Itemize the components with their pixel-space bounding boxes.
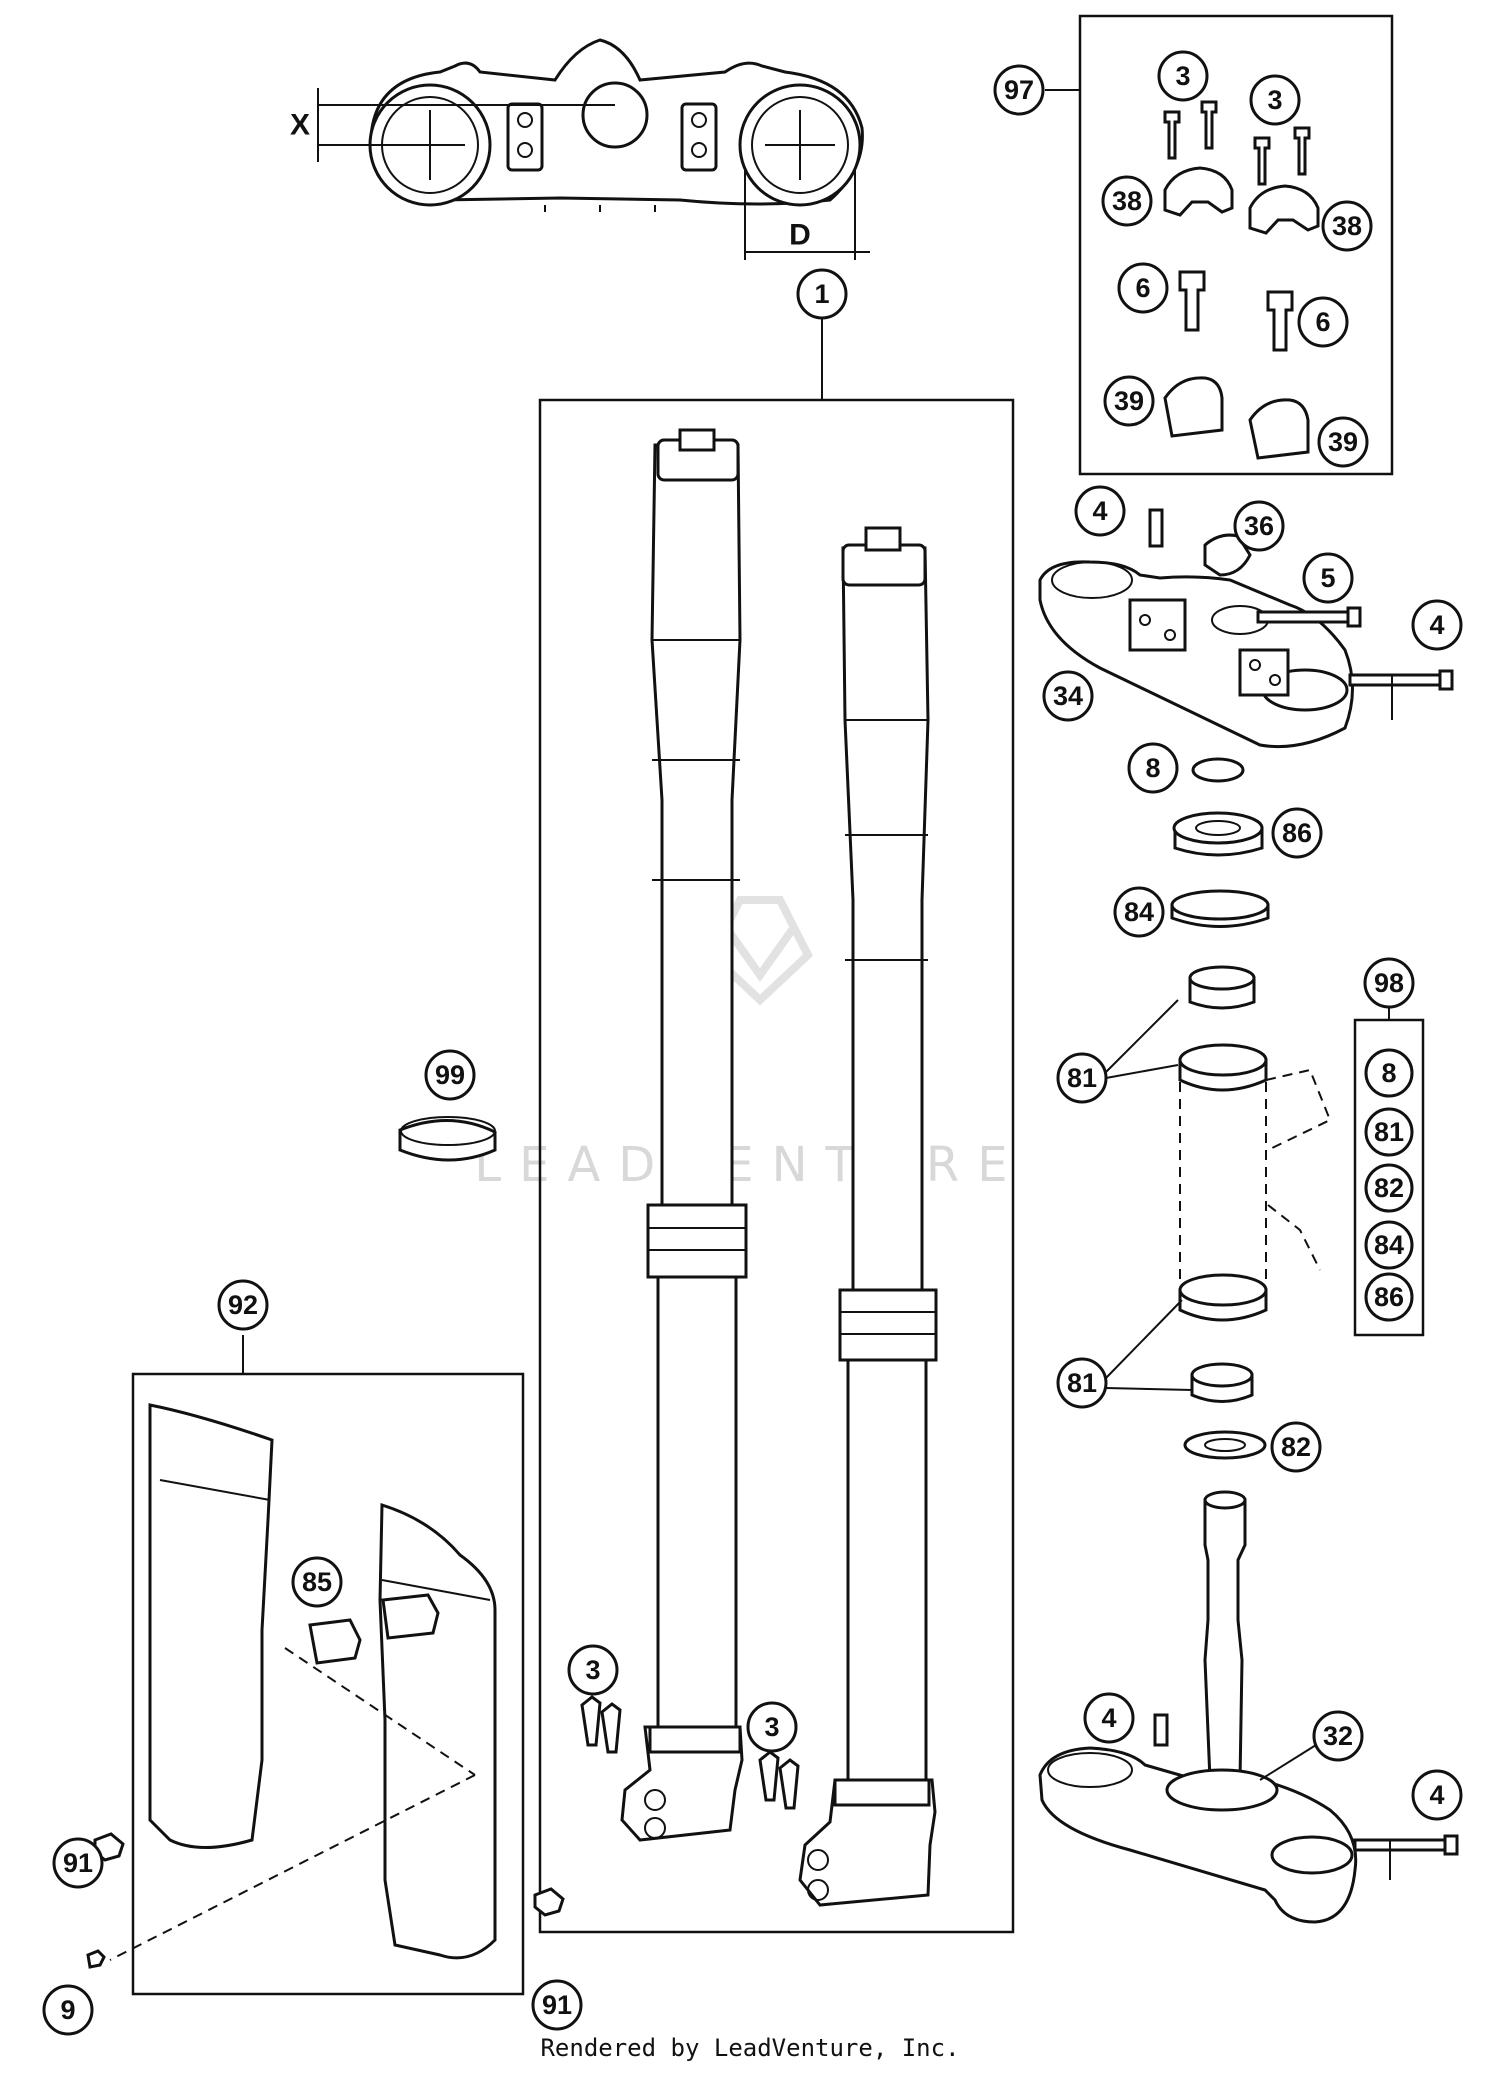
- callout-39-right: 39: [1317, 416, 1369, 468]
- callout-6-right: 6: [1297, 296, 1349, 348]
- callout-99: 99: [424, 1049, 476, 1101]
- callout-91-right: 91: [531, 1979, 583, 2031]
- dimension-d-label: D: [789, 219, 811, 252]
- callout-1: 1: [796, 268, 848, 320]
- watermark-text: LEADVENTURE: [474, 1137, 1025, 1193]
- callout-82: 82: [1270, 1421, 1322, 1473]
- svg-text:38: 38: [1112, 186, 1142, 216]
- callout-32: 32: [1312, 1710, 1364, 1762]
- svg-text:4: 4: [1092, 496, 1107, 526]
- svg-text:39: 39: [1114, 386, 1144, 416]
- svg-text:98: 98: [1374, 968, 1404, 998]
- svg-text:9: 9: [60, 1995, 75, 2025]
- callout-86: 86: [1271, 807, 1323, 859]
- svg-text:8: 8: [1381, 1058, 1396, 1088]
- svg-text:3: 3: [764, 1712, 779, 1742]
- callout-36: 36: [1233, 500, 1285, 552]
- callout-3-fork-right: 3: [746, 1701, 798, 1753]
- svg-text:8: 8: [1145, 753, 1160, 783]
- svg-text:97: 97: [1004, 75, 1034, 105]
- callout-4-lower-side: 4: [1411, 1769, 1463, 1821]
- svg-text:81: 81: [1067, 1063, 1097, 1093]
- callout-4-upper-side: 4: [1411, 599, 1463, 651]
- svg-text:36: 36: [1244, 511, 1274, 541]
- callout-8: 8: [1127, 742, 1179, 794]
- callout-98: 98: [1363, 957, 1415, 1009]
- kit-item-86: 86: [1364, 1272, 1414, 1322]
- callout-39-left: 39: [1103, 375, 1155, 427]
- left-fork-leg: [620, 428, 748, 1842]
- callout-97: 97: [993, 64, 1045, 116]
- kit-item-81: 81: [1364, 1107, 1414, 1157]
- callout-3-kit-right: 3: [1249, 74, 1301, 126]
- svg-text:3: 3: [585, 1655, 600, 1685]
- svg-text:92: 92: [228, 1290, 258, 1320]
- svg-text:32: 32: [1323, 1721, 1353, 1751]
- svg-text:6: 6: [1135, 273, 1150, 303]
- svg-text:34: 34: [1053, 681, 1083, 711]
- svg-text:4: 4: [1101, 1703, 1116, 1733]
- upper-triple-clamp: [1038, 508, 1454, 749]
- svg-text:84: 84: [1124, 897, 1154, 927]
- svg-text:86: 86: [1374, 1282, 1404, 1312]
- fork-clamp-screws: [580, 1695, 800, 1810]
- kit-item-82: 82: [1364, 1163, 1414, 1213]
- svg-text:1: 1: [814, 279, 829, 309]
- triple-clamp-dimension-drawing: X D: [290, 38, 870, 260]
- svg-text:4: 4: [1429, 610, 1444, 640]
- dimension-x-label: X: [290, 109, 310, 142]
- svg-text:86: 86: [1282, 818, 1312, 848]
- callout-81-upper: 81: [1056, 1052, 1108, 1104]
- svg-text:91: 91: [63, 1848, 93, 1878]
- svg-text:5: 5: [1320, 563, 1335, 593]
- svg-text:3: 3: [1267, 85, 1282, 115]
- fork-guard-group: [86, 1335, 565, 1996]
- svg-text:91: 91: [542, 1990, 572, 2020]
- render-credit: Rendered by LeadVenture, Inc.: [540, 2034, 960, 2062]
- callout-92: 92: [217, 1279, 269, 1331]
- callout-91-left: 91: [52, 1837, 104, 1889]
- callout-81-lower: 81: [1056, 1357, 1108, 1409]
- svg-text:84: 84: [1374, 1230, 1404, 1260]
- svg-text:39: 39: [1328, 427, 1358, 457]
- callout-3-kit-left: 3: [1157, 50, 1209, 102]
- lower-triple-clamp: [1038, 1490, 1459, 1924]
- svg-text:81: 81: [1067, 1368, 1097, 1398]
- watermark: LEADVENTURE: [474, 896, 1025, 1193]
- right-fork-leg: [798, 526, 938, 1907]
- svg-text:3: 3: [1175, 61, 1190, 91]
- callout-38-right: 38: [1321, 200, 1373, 252]
- fork-seal-ring: [398, 1116, 497, 1162]
- svg-text:82: 82: [1281, 1432, 1311, 1462]
- callout-4-lower-top: 4: [1083, 1692, 1135, 1744]
- svg-text:81: 81: [1374, 1117, 1404, 1147]
- kit-item-8: 8: [1364, 1048, 1414, 1098]
- callout-4-upper-top: 4: [1074, 485, 1126, 537]
- callout-9: 9: [42, 1984, 94, 2036]
- callout-3-fork-left: 3: [567, 1644, 619, 1696]
- svg-text:38: 38: [1332, 211, 1362, 241]
- callout-6-left: 6: [1117, 262, 1169, 314]
- svg-text:4: 4: [1429, 1780, 1444, 1810]
- callout-34: 34: [1042, 670, 1094, 722]
- kit-item-84: 84: [1364, 1220, 1414, 1270]
- callout-38-left: 38: [1101, 175, 1153, 227]
- callout-5: 5: [1302, 552, 1354, 604]
- handlebar-clamp-kit-group: [1045, 14, 1394, 476]
- callout-84: 84: [1113, 886, 1165, 938]
- steering-bearing-parts: [1170, 757, 1332, 1460]
- callout-85: 85: [291, 1556, 343, 1608]
- svg-text:6: 6: [1315, 307, 1330, 337]
- svg-text:99: 99: [435, 1060, 465, 1090]
- fork-assembly-group: [538, 320, 1015, 1934]
- svg-text:85: 85: [302, 1567, 332, 1597]
- svg-text:82: 82: [1374, 1173, 1404, 1203]
